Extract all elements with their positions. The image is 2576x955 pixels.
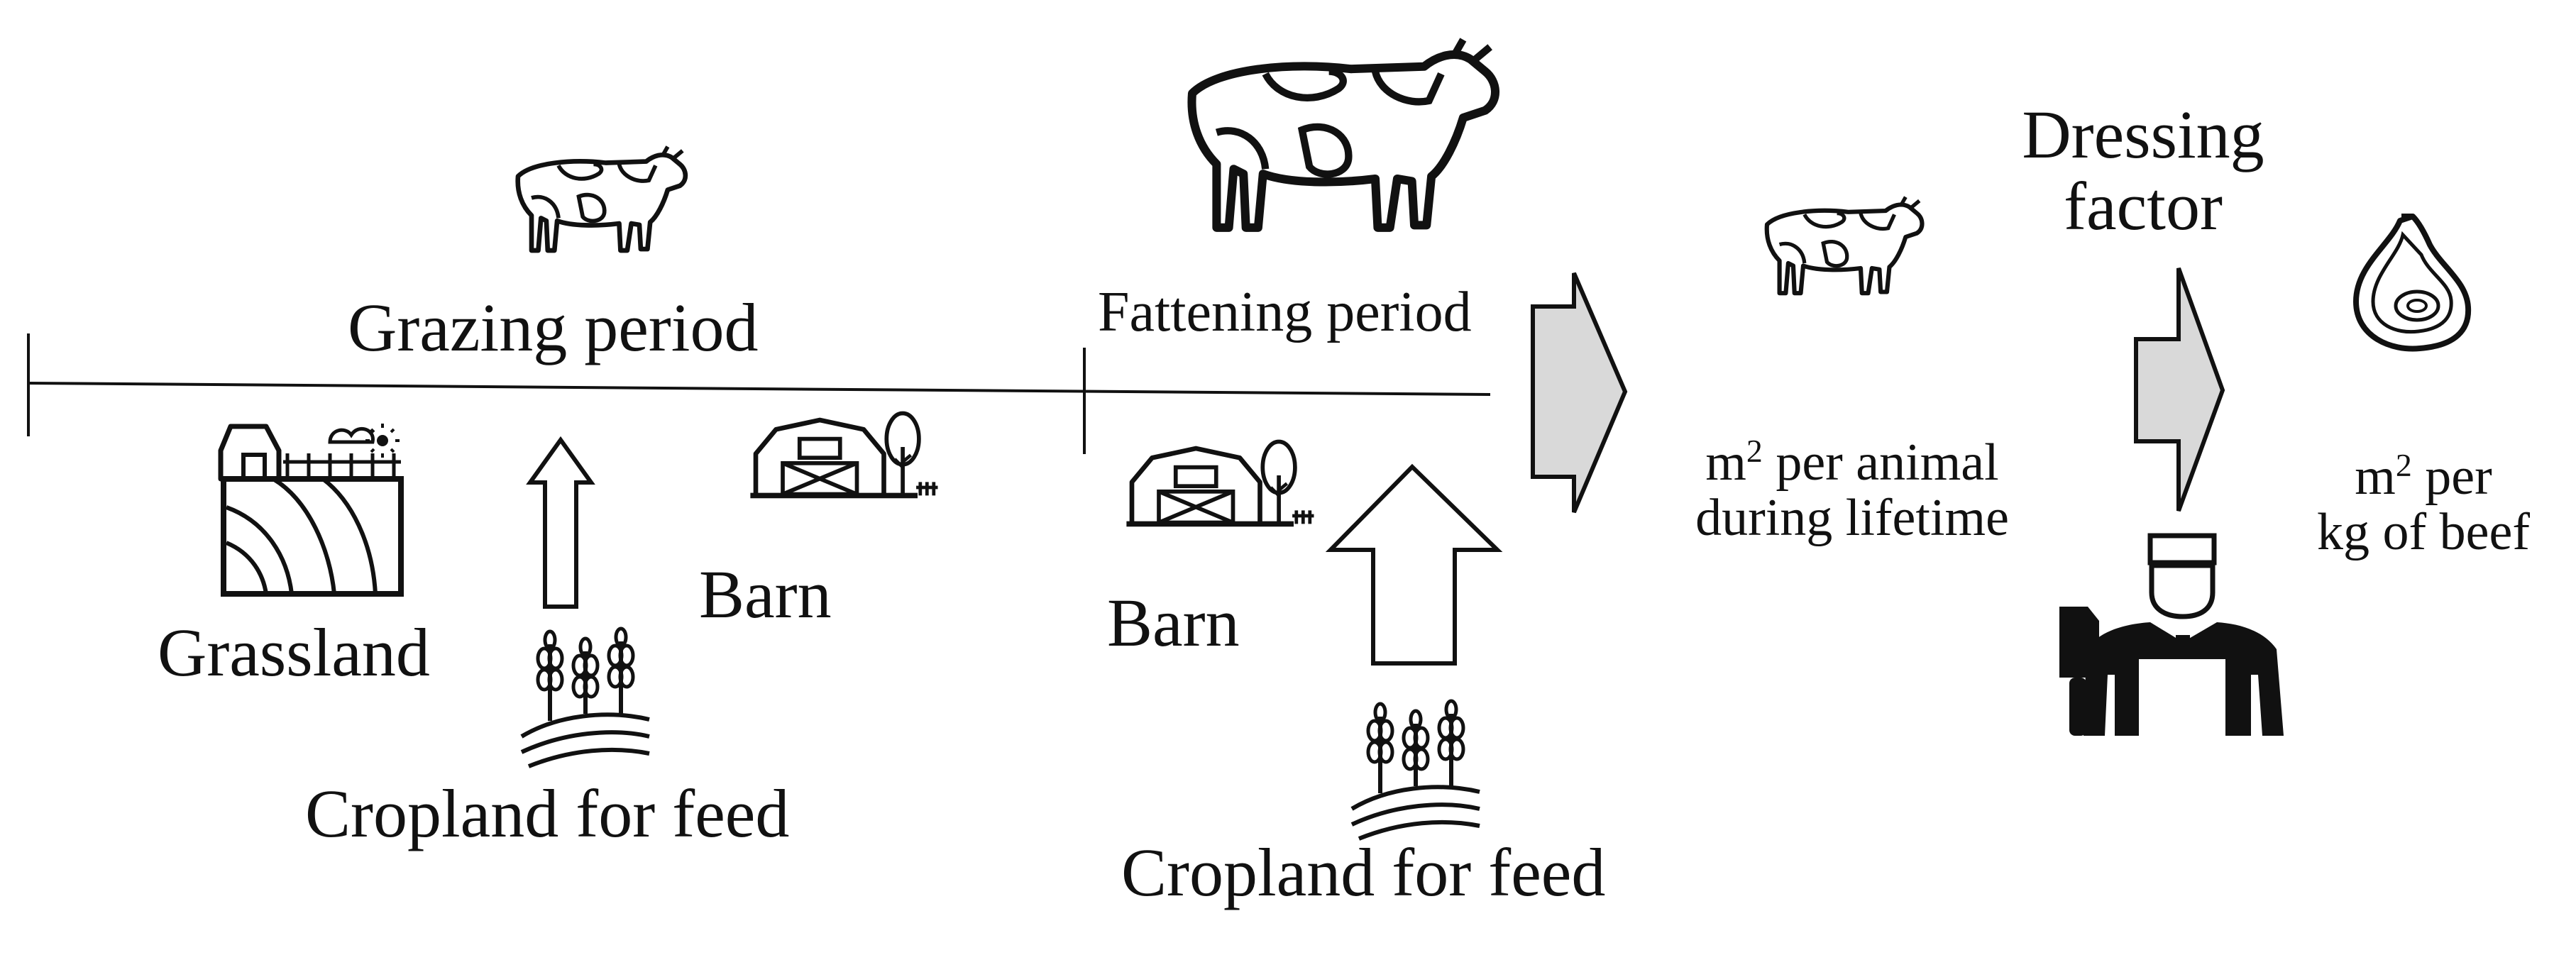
grazing-period-title: Grazing period (348, 289, 759, 365)
cow-large-icon (1191, 40, 1495, 228)
result-per-animal-line1: m2 per animal (1705, 433, 1999, 492)
result-per-animal-line2: during lifetime (1695, 488, 2009, 547)
arrow-up-icon (1325, 463, 1503, 666)
butcher-icon (2059, 533, 2284, 736)
result-per-kg-beef-line1: m2 per (2355, 447, 2492, 507)
result-per-animal-label: m2 per animal during lifetime (1632, 434, 2072, 546)
result-per-kg-beef-line2: kg of beef (2317, 502, 2530, 561)
result-per-kg-beef-label: m2 per kg of beef (2285, 448, 2562, 561)
timeline (27, 333, 1491, 454)
meat-cut-icon (2353, 214, 2472, 352)
barn-label: Barn (699, 556, 832, 632)
barn-label: Barn (1107, 585, 1240, 661)
fattening-period-title: Fattening period (1098, 281, 1472, 343)
cow-small-icon (518, 147, 686, 250)
barn-icon (750, 414, 937, 496)
dressing-factor-line1: Dressing (2022, 96, 2264, 172)
cropland-label: Cropland for feed (1121, 834, 1606, 910)
cow-small-icon (1767, 197, 1922, 294)
arrow-right-icon (2134, 267, 2225, 512)
timeline-axis (28, 382, 1491, 396)
dressing-factor-label: Dressing factor (1987, 99, 2299, 243)
cropland-label: Cropland for feed (305, 775, 790, 851)
grassland-farm-icon (218, 424, 404, 597)
barn-icon (1126, 442, 1314, 524)
crop-plants-icon (1352, 701, 1480, 839)
dressing-factor-line2: factor (2064, 167, 2223, 244)
crop-plants-icon (522, 629, 649, 766)
arrow-right-icon (1531, 272, 1628, 514)
arrow-up-icon (526, 436, 595, 609)
grassland-label: Grassland (158, 614, 430, 690)
